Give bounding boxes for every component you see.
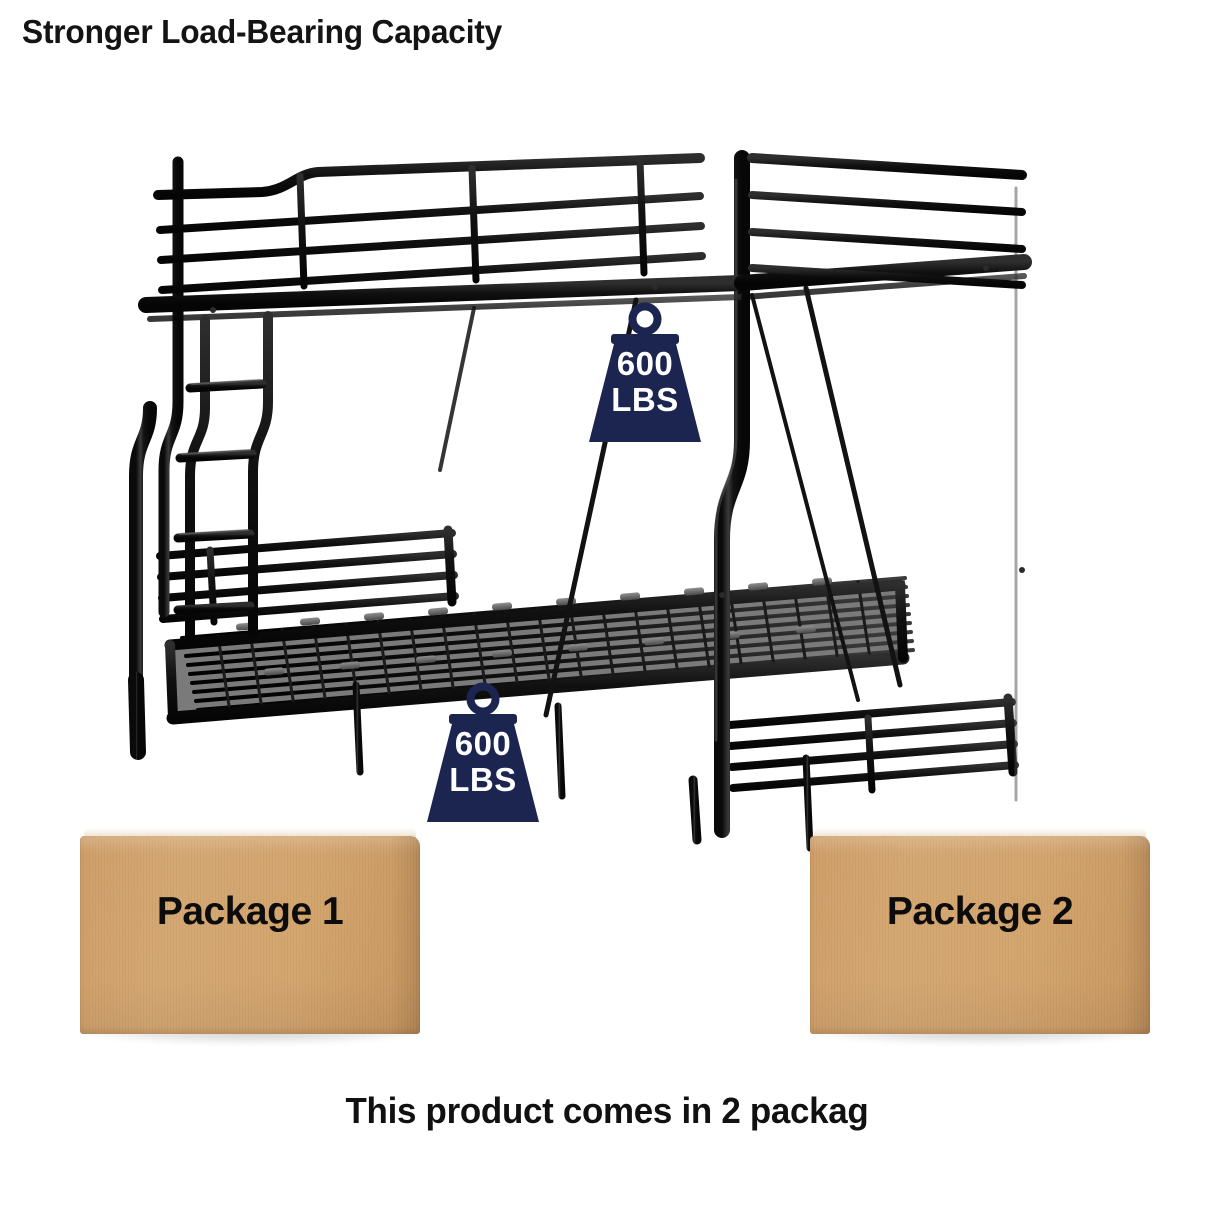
package-2-body <box>810 836 1150 1034</box>
upper-deck-beams <box>138 254 1032 322</box>
product-illustration: 600 LBS 600 LBS <box>0 140 1214 860</box>
support-legs <box>352 681 814 852</box>
top-bunk-weight-badge: 600 LBS <box>581 302 709 446</box>
package-2-box: Package 2 <box>810 828 1150 1044</box>
ladder <box>173 311 273 645</box>
page-title: Stronger Load-Bearing Capacity <box>22 13 503 50</box>
weight-icon <box>427 682 539 822</box>
bottom-bunk-weight-badge: 600 LBS <box>419 682 547 826</box>
weight-icon <box>589 302 701 442</box>
lower-left-guardrail <box>156 525 459 626</box>
upper-right-guardrail <box>747 153 1027 289</box>
lower-bunk-frame <box>164 579 910 725</box>
bed-frame <box>128 150 1032 852</box>
hardware-bolts <box>210 265 1025 598</box>
package-1-box: Package 1 <box>80 828 420 1044</box>
package-2-top-flap <box>814 828 1146 839</box>
diagonal-braces <box>438 285 903 718</box>
package-2-label: Package 2 <box>886 890 1074 933</box>
bunk-bed-graphic <box>128 150 1032 852</box>
package-1-body <box>80 836 420 1034</box>
packaging-caption: This product comes in 2 packag <box>345 1090 869 1131</box>
package-1-top-flap <box>84 828 416 839</box>
upper-left-guardrail <box>153 153 706 294</box>
lower-right-guardrail <box>726 693 1019 794</box>
package-1-label: Package 1 <box>156 890 344 933</box>
